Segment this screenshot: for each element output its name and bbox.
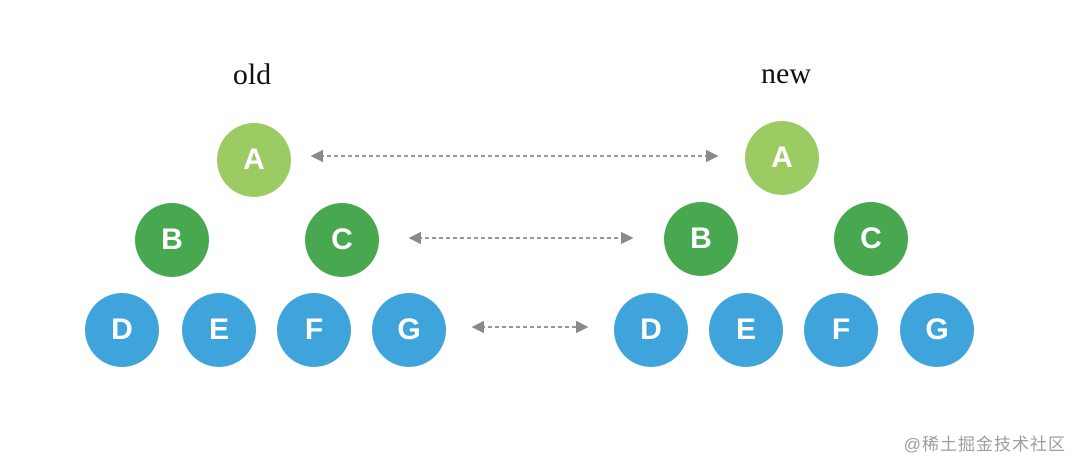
new-tree-title: new: [761, 57, 811, 90]
old-tree-node-a: A: [217, 123, 291, 197]
new-tree-node-a: A: [745, 121, 819, 195]
old-tree-node-e: E: [182, 293, 256, 367]
new-tree-node-b: B: [664, 202, 738, 276]
old-tree-node-c: C: [305, 203, 379, 277]
old-tree-node-f: F: [277, 293, 351, 367]
watermark: @稀土掘金技术社区: [903, 435, 1066, 454]
old-tree-node-d: D: [85, 293, 159, 367]
new-tree-node-c: C: [834, 202, 908, 276]
old-tree-node-g: G: [372, 293, 446, 367]
new-tree-node-f: F: [804, 293, 878, 367]
new-tree-node-e: E: [709, 293, 783, 367]
old-tree-node-b: B: [135, 203, 209, 277]
old-tree-title: old: [232, 58, 272, 91]
new-tree-node-d: D: [614, 293, 688, 367]
new-tree-node-g: G: [900, 293, 974, 367]
